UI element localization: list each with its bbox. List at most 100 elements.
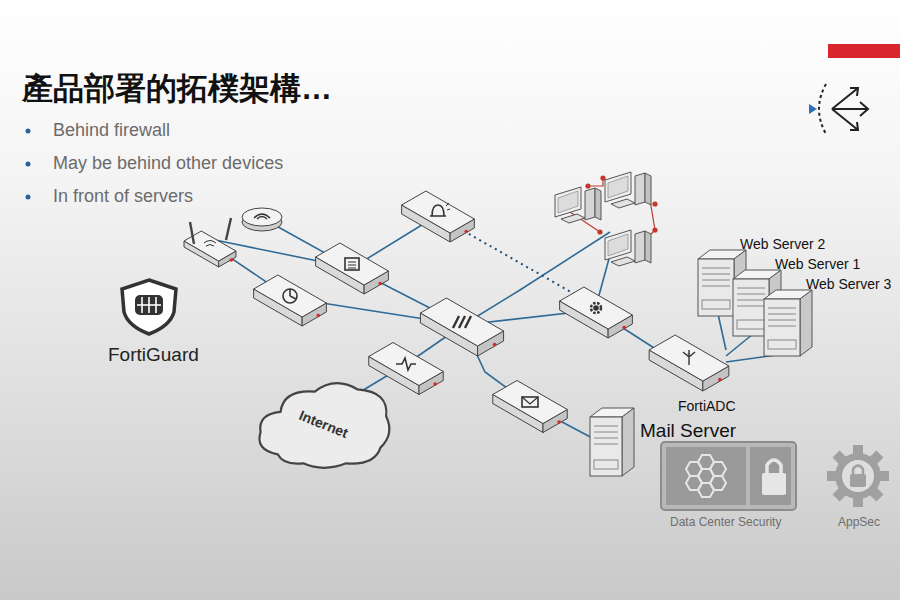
device-glyph: [591, 303, 601, 313]
shape-part: [686, 354, 692, 356]
shape-part: [767, 460, 781, 473]
link-dot: [652, 227, 657, 232]
shape-part: [800, 290, 812, 356]
shape-part: [259, 383, 389, 468]
appliance: [560, 287, 633, 338]
appsec-icon-shape: [826, 444, 890, 508]
node-label: FortiGuard: [108, 344, 199, 366]
shape-part: [702, 268, 730, 269]
appliance: [254, 275, 327, 326]
shape-part: [661, 442, 796, 510]
shape-part: [590, 417, 622, 476]
shape-part: [768, 314, 796, 315]
bullet-text: May be behind other devices: [53, 153, 283, 174]
bullet-dot: [26, 129, 31, 134]
mail-server-shape: [590, 408, 634, 476]
shape-part: [737, 300, 765, 301]
node-label: Mail Server: [640, 420, 736, 442]
status-led: [433, 382, 437, 386]
node-label: Web Server 3: [806, 276, 891, 292]
shape-part: [683, 350, 695, 365]
network-link: [726, 334, 753, 356]
shape-part: [768, 326, 796, 327]
mail-appliance: [493, 381, 567, 433]
fortiadc-device-shape: [648, 336, 730, 394]
shape-part: [768, 308, 796, 309]
shape-part: [702, 280, 730, 281]
bullet-dot: [26, 195, 31, 200]
link-dot: [652, 201, 657, 206]
device-top: [316, 243, 389, 285]
status-led: [378, 282, 382, 286]
shape-part: [762, 473, 786, 495]
appliance: [402, 191, 475, 242]
device-top: [254, 275, 327, 317]
shape-part: [702, 274, 730, 275]
node-label: AppSec: [838, 515, 880, 529]
device-top: [420, 298, 503, 346]
security-panel: Data Center Security: [660, 441, 797, 511]
wifi-router: [184, 218, 236, 267]
mail-server: Mail Server: [590, 408, 634, 476]
shape-part: [622, 408, 634, 476]
device-top: [560, 287, 633, 329]
status-led: [622, 326, 626, 330]
shape-part: [594, 426, 618, 427]
shape-part: [768, 320, 796, 321]
shape-part: [698, 259, 734, 316]
device-glyph: [283, 289, 297, 303]
workstation: [605, 172, 651, 208]
fortiguard-icon: FortiGuard: [118, 278, 180, 336]
status-led: [493, 343, 497, 347]
shape-part: [137, 304, 161, 306]
shape-part: [842, 460, 874, 492]
shape-part: [594, 460, 618, 469]
shape-part: [594, 432, 618, 433]
slide-title: 產品部署的拓樸架構…: [22, 68, 332, 110]
internet-cloud: Internet: [252, 376, 395, 472]
device-top: [493, 381, 567, 424]
shape-part: [666, 447, 746, 505]
workstation: [555, 187, 601, 223]
web-server: Web Server 3: [764, 290, 812, 356]
appliance: [316, 243, 389, 294]
link-dot: [585, 183, 590, 188]
status-led: [230, 258, 234, 262]
status-led: [316, 314, 320, 318]
status-led: [557, 420, 561, 424]
shape-part: [594, 444, 618, 445]
shape-part: [649, 335, 729, 381]
shape-part: [135, 295, 163, 315]
device-glyph: [430, 203, 450, 216]
link-dot: [597, 229, 602, 234]
node-label: Web Server 1: [775, 256, 860, 272]
shape-part: [702, 300, 730, 309]
accent-bar: [828, 44, 900, 58]
switch: [420, 298, 503, 356]
device-top: [369, 343, 443, 386]
access-point: [242, 208, 282, 231]
node-label: FortiADC: [678, 398, 736, 414]
shape-part: [850, 474, 866, 487]
shape-part: [649, 335, 729, 391]
fortiadc-device: FortiADC: [648, 336, 730, 394]
workstation: [605, 230, 651, 266]
shape-part: [827, 445, 889, 507]
status-led: [464, 230, 468, 234]
device-glyph: [396, 358, 416, 370]
shape-part: [122, 280, 176, 334]
shape-part: [683, 350, 695, 365]
device-glyph: [345, 258, 359, 270]
bullet-text: Behind firewall: [53, 120, 170, 141]
fortiguard-icon-shape: [118, 278, 180, 336]
firewall: [369, 343, 443, 395]
shape-part: [768, 340, 796, 349]
shape-part: [764, 299, 800, 356]
shape-part: [698, 455, 714, 469]
shape-part: [737, 294, 765, 295]
dotted-link: [448, 222, 585, 300]
bullet-dot: [26, 162, 31, 167]
device-glyph: [453, 316, 471, 328]
security-panel-shape: [660, 441, 797, 511]
